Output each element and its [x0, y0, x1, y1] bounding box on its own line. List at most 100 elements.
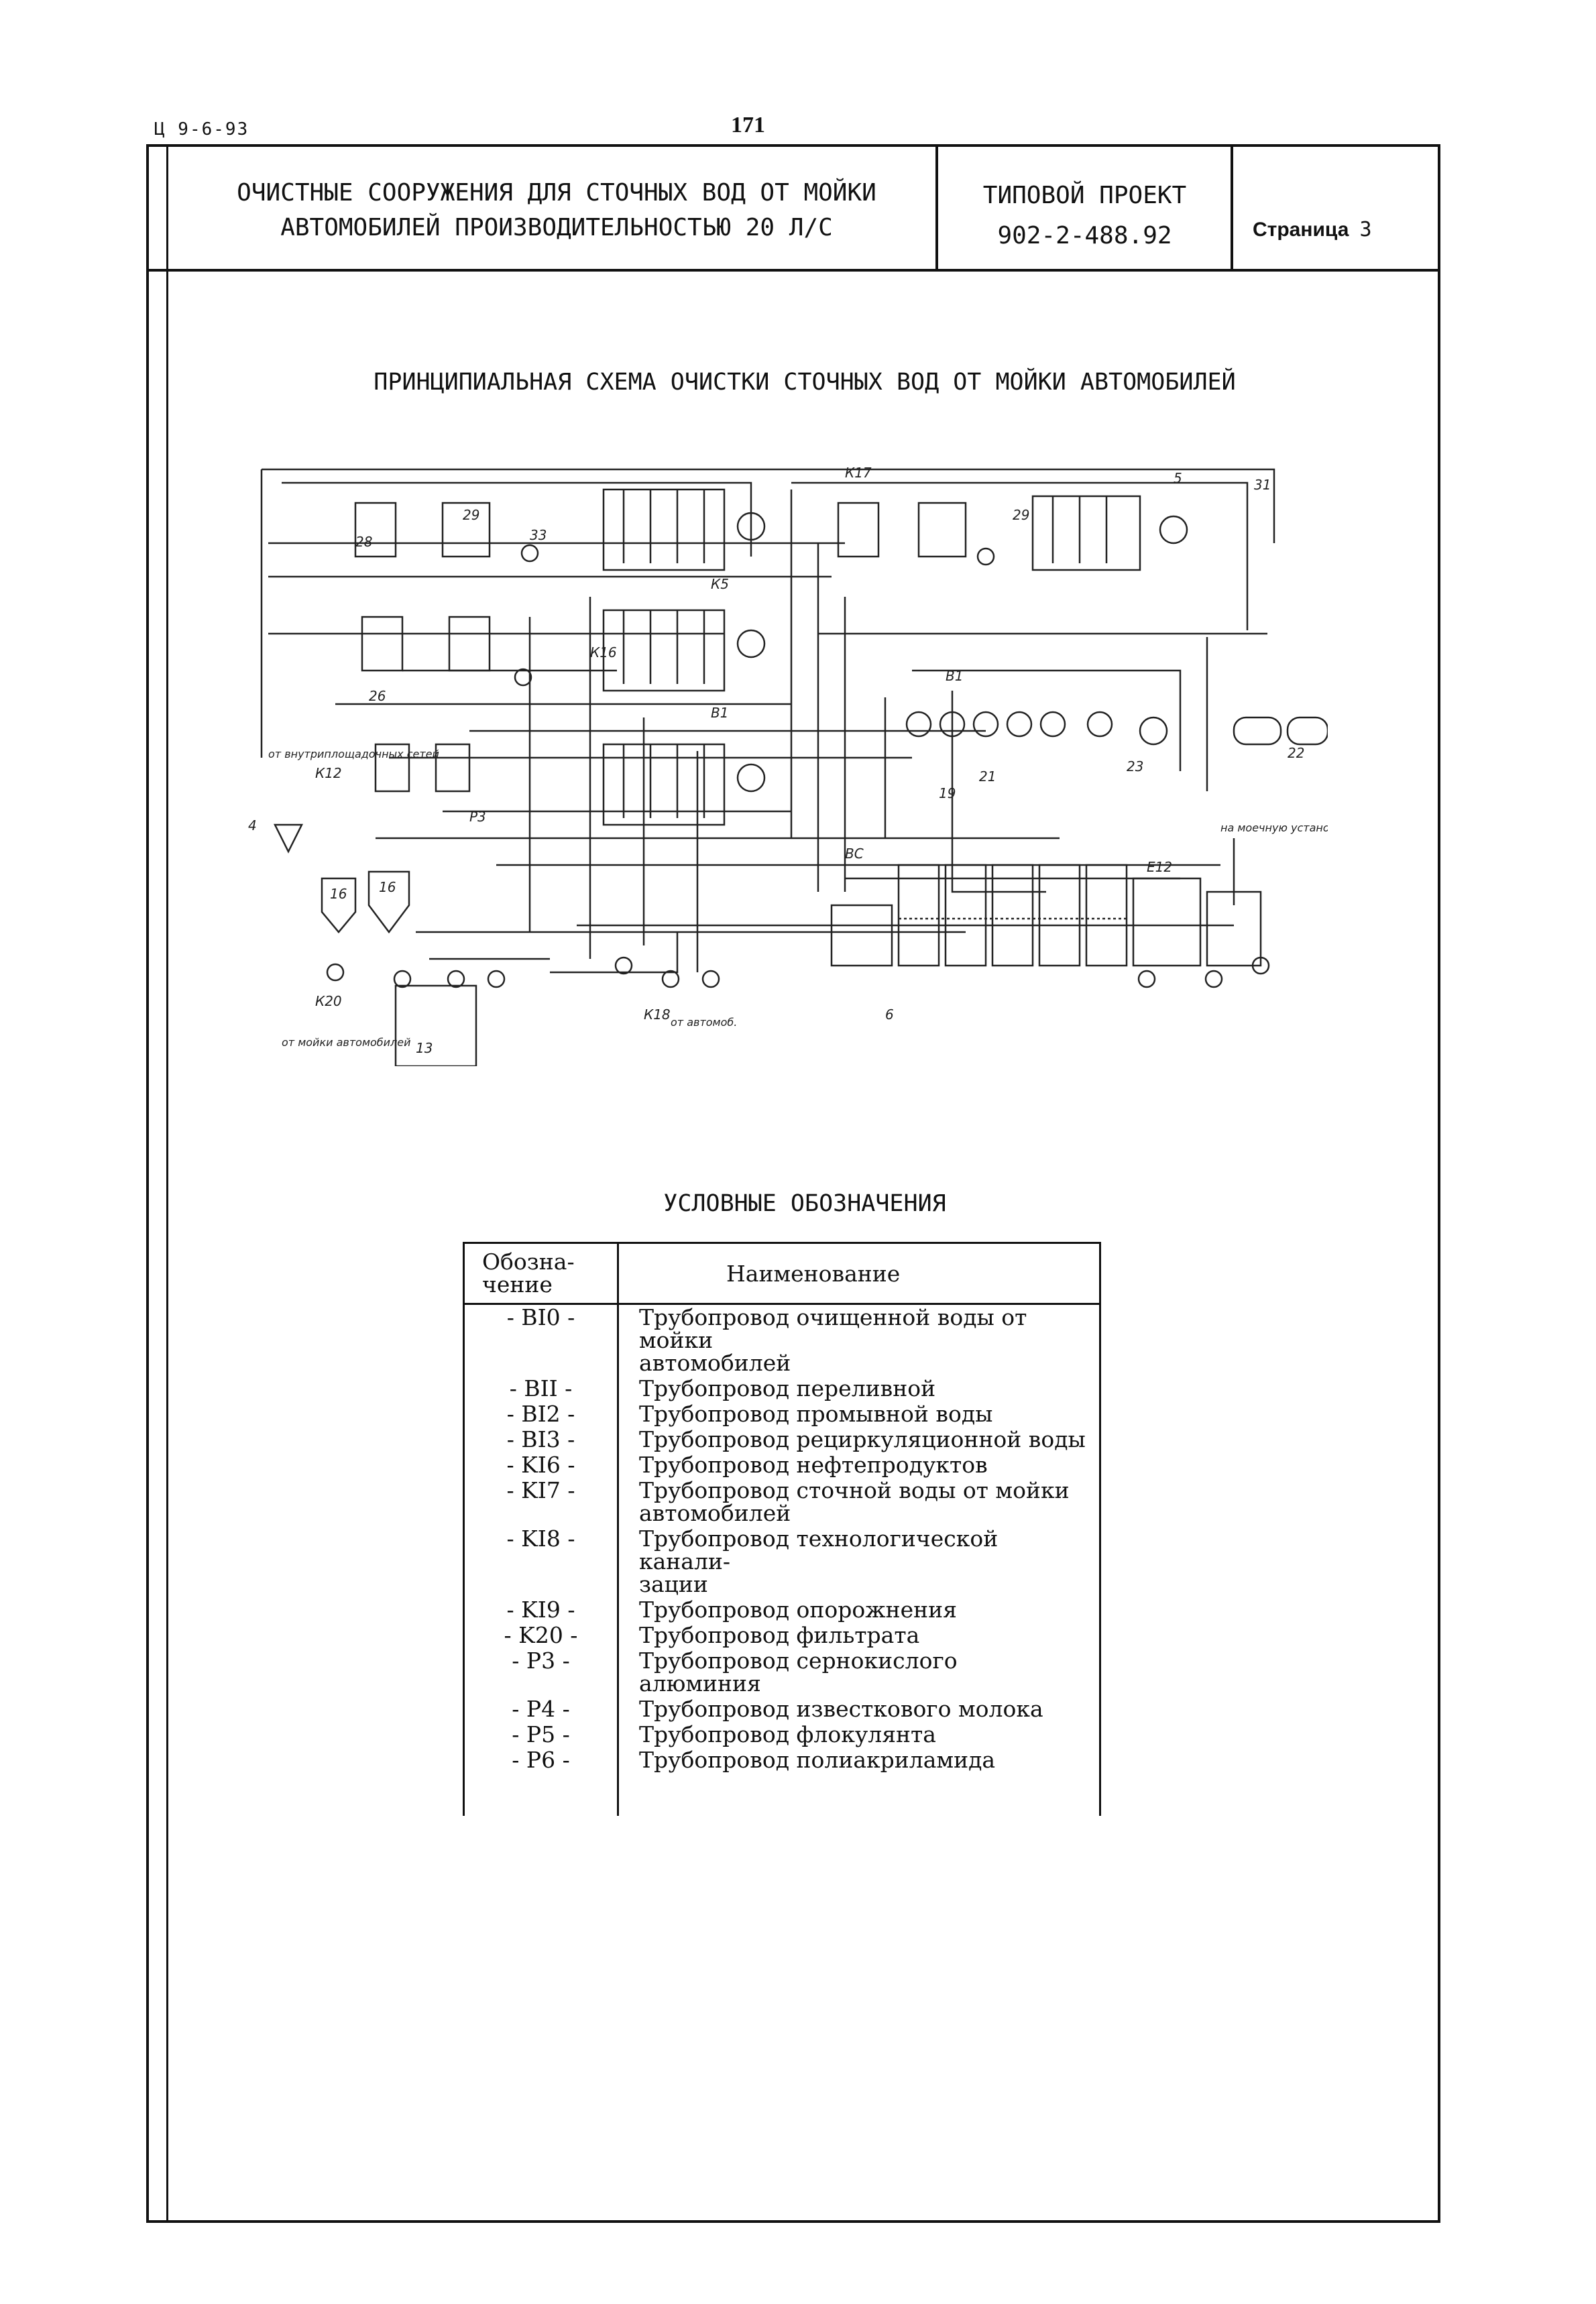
legend-row: - BII -Трубопровод переливной	[463, 1375, 1101, 1401]
legend-title: УСЛОВНЫЕ ОБОЗНАЧЕНИЯ	[663, 1190, 946, 1217]
legend-row: - P3 - Трубопровод сернокислого алюминия	[463, 1648, 1101, 1696]
legend-empty-cell	[618, 1773, 1101, 1816]
legend-name-line: Трубопровод переливной	[639, 1375, 936, 1401]
scheme-label: 23	[1127, 758, 1143, 774]
legend-empty-cell	[463, 1773, 619, 1816]
scheme-label: от автомоб.	[671, 1016, 737, 1029]
title-block	[146, 144, 1440, 272]
legend-row: - K20 - Трубопровод фильтрата	[463, 1622, 1101, 1648]
sheet-indicator: Страница 3	[1253, 218, 1372, 241]
scheme-label: 29	[1013, 507, 1029, 523]
legend-code: - BI3 -	[463, 1427, 619, 1452]
legend-name: Трубопровод промывной воды	[618, 1401, 1101, 1427]
legend-header-code-line: Обозна-	[482, 1249, 575, 1275]
legend-name-line: Трубопровод флокулянта	[639, 1721, 936, 1747]
page-frame	[146, 144, 1440, 2223]
legend-name-line: Трубопровод нефтепродуктов	[639, 1452, 988, 1478]
legend-row: - KI9 - Трубопровод опорожнения	[463, 1597, 1101, 1623]
project-block: ТИПОВОЙ ПРОЕКТ 902-2-488.92	[939, 176, 1231, 256]
legend-code: - KI7 -	[463, 1478, 619, 1526]
legend-code: - BI2 -	[463, 1401, 619, 1427]
legend-code: - BI0 -	[463, 1304, 619, 1376]
scheme-label: 13	[416, 1040, 433, 1056]
scheme-label: 6	[885, 1006, 894, 1023]
scheme-label: К20	[315, 993, 342, 1009]
scheme-label: 5	[1174, 470, 1182, 486]
scheme-label: К12	[315, 765, 342, 781]
scheme-label: на моечную установку	[1220, 821, 1328, 834]
legend-row: - P4 - Трубопровод известкового молока	[463, 1696, 1101, 1722]
title-block-divider	[935, 144, 938, 272]
legend-code: - P3 -	[463, 1648, 619, 1696]
scheme-label: 29	[463, 507, 479, 523]
legend-header-code: Обозна- чение	[463, 1242, 619, 1305]
scheme-label: от мойки автомобилей	[282, 1036, 411, 1049]
scheme-label: В1	[711, 705, 728, 721]
scheme-label: К5	[711, 576, 729, 592]
scheme-label: 31	[1254, 477, 1271, 493]
legend-name: Трубопровод сернокислого алюминия	[618, 1648, 1101, 1696]
frame-binding-line	[166, 144, 168, 2223]
project-label: ТИПОВОЙ ПРОЕКТ	[982, 182, 1187, 209]
sheet-value: 3	[1359, 218, 1372, 241]
legend-header-code-line: чение	[482, 1271, 553, 1298]
legend-name-line: Трубопровод очищенной воды от мойки	[639, 1304, 1027, 1353]
title-block-divider	[1231, 144, 1233, 272]
document-title: ОЧИСТНЫЕ СООРУЖЕНИЯ ДЛЯ СТОЧНЫХ ВОД ОТ М…	[194, 176, 919, 245]
legend-name-line: автомобилей	[639, 1350, 791, 1376]
legend-code: - P6 -	[463, 1747, 619, 1773]
project-number: 902-2-488.92	[997, 222, 1172, 249]
scheme-label: 28	[355, 534, 372, 550]
legend-name-line: Трубопровод фильтрата	[639, 1622, 920, 1648]
legend-row: - BI2 -Трубопровод промывной воды	[463, 1401, 1101, 1427]
legend-row: - BI3 - Трубопровод рециркуляционной воды	[463, 1426, 1101, 1452]
legend-code: - P4 -	[463, 1696, 619, 1722]
legend-header-name: Наименование	[618, 1242, 1101, 1305]
sheet-label: Страница	[1253, 219, 1349, 241]
scheme-label: 33	[530, 527, 547, 543]
scheme-label: 21	[979, 768, 996, 785]
legend-row: - KI6 - Трубопровод нефтепродуктов	[463, 1452, 1101, 1478]
scheme-title: ПРИНЦИПИАЛЬНАЯ СХЕМА ОЧИСТКИ СТОЧНЫХ ВОД…	[374, 369, 1236, 396]
legend-name: Трубопровод опорожнения	[618, 1597, 1101, 1623]
legend-name-line: Трубопровод рециркуляционной воды	[639, 1426, 1086, 1452]
page-number: 171	[731, 113, 765, 137]
scheme-label: ВС	[845, 846, 864, 862]
legend-name: Трубопровод нефтепродуктов	[618, 1452, 1101, 1478]
scheme-label: К18	[644, 1006, 671, 1023]
legend-name-line: Трубопровод опорожнения	[639, 1597, 957, 1623]
legend-name-line: Трубопровод сернокислого алюминия	[639, 1648, 958, 1696]
legend-body: - BI0 -Трубопровод очищенной воды от мой…	[463, 1304, 1101, 1816]
legend-code: - K20 -	[463, 1623, 619, 1648]
scheme-label: 16	[379, 879, 396, 895]
scheme-label: К16	[590, 644, 617, 660]
legend-table: Обозна- чение Наименование - BI0 -Трубоп…	[463, 1242, 1101, 1816]
legend-code: - KI6 -	[463, 1452, 619, 1478]
legend-code: - P5 -	[463, 1722, 619, 1747]
scheme-label: 16	[330, 886, 347, 902]
scheme-label: 19	[939, 785, 956, 801]
scheme-label: В1	[946, 668, 963, 684]
legend-name-line: зации	[639, 1571, 708, 1597]
scheme-label: К17	[845, 465, 872, 481]
scheme-label: 22	[1288, 745, 1304, 761]
legend-row: - P5 - Трубопровод флокулянта	[463, 1721, 1101, 1747]
scheme-label: 4	[248, 817, 257, 833]
legend-name-line: Трубопровод сточной воды от мойки	[639, 1477, 1070, 1503]
legend-filler-row	[463, 1773, 1101, 1816]
legend-code: - KI8 -	[463, 1526, 619, 1597]
legend-code: - KI9 -	[463, 1597, 619, 1623]
legend-name-line: Трубопровод известкового молока	[639, 1696, 1043, 1722]
scheme-label: Р3	[469, 809, 486, 825]
document-code: Ц 9-6-93	[154, 119, 249, 139]
legend-row: - KI8 -Трубопровод технологической канал…	[463, 1526, 1101, 1597]
legend-name: Трубопровод известкового молока	[618, 1696, 1101, 1722]
legend-row: - P6 - Трубопровод полиакриламида	[463, 1747, 1101, 1773]
scheme-label: Е12	[1147, 859, 1172, 875]
legend-name-line: Трубопровод полиакриламида	[639, 1747, 996, 1773]
legend-row: - BI0 -Трубопровод очищенной воды от мой…	[463, 1304, 1101, 1376]
scheme-label: 26	[369, 688, 386, 704]
document-title-line: ОЧИСТНЫЕ СООРУЖЕНИЯ ДЛЯ СТОЧНЫХ ВОД ОТ М…	[237, 179, 876, 207]
